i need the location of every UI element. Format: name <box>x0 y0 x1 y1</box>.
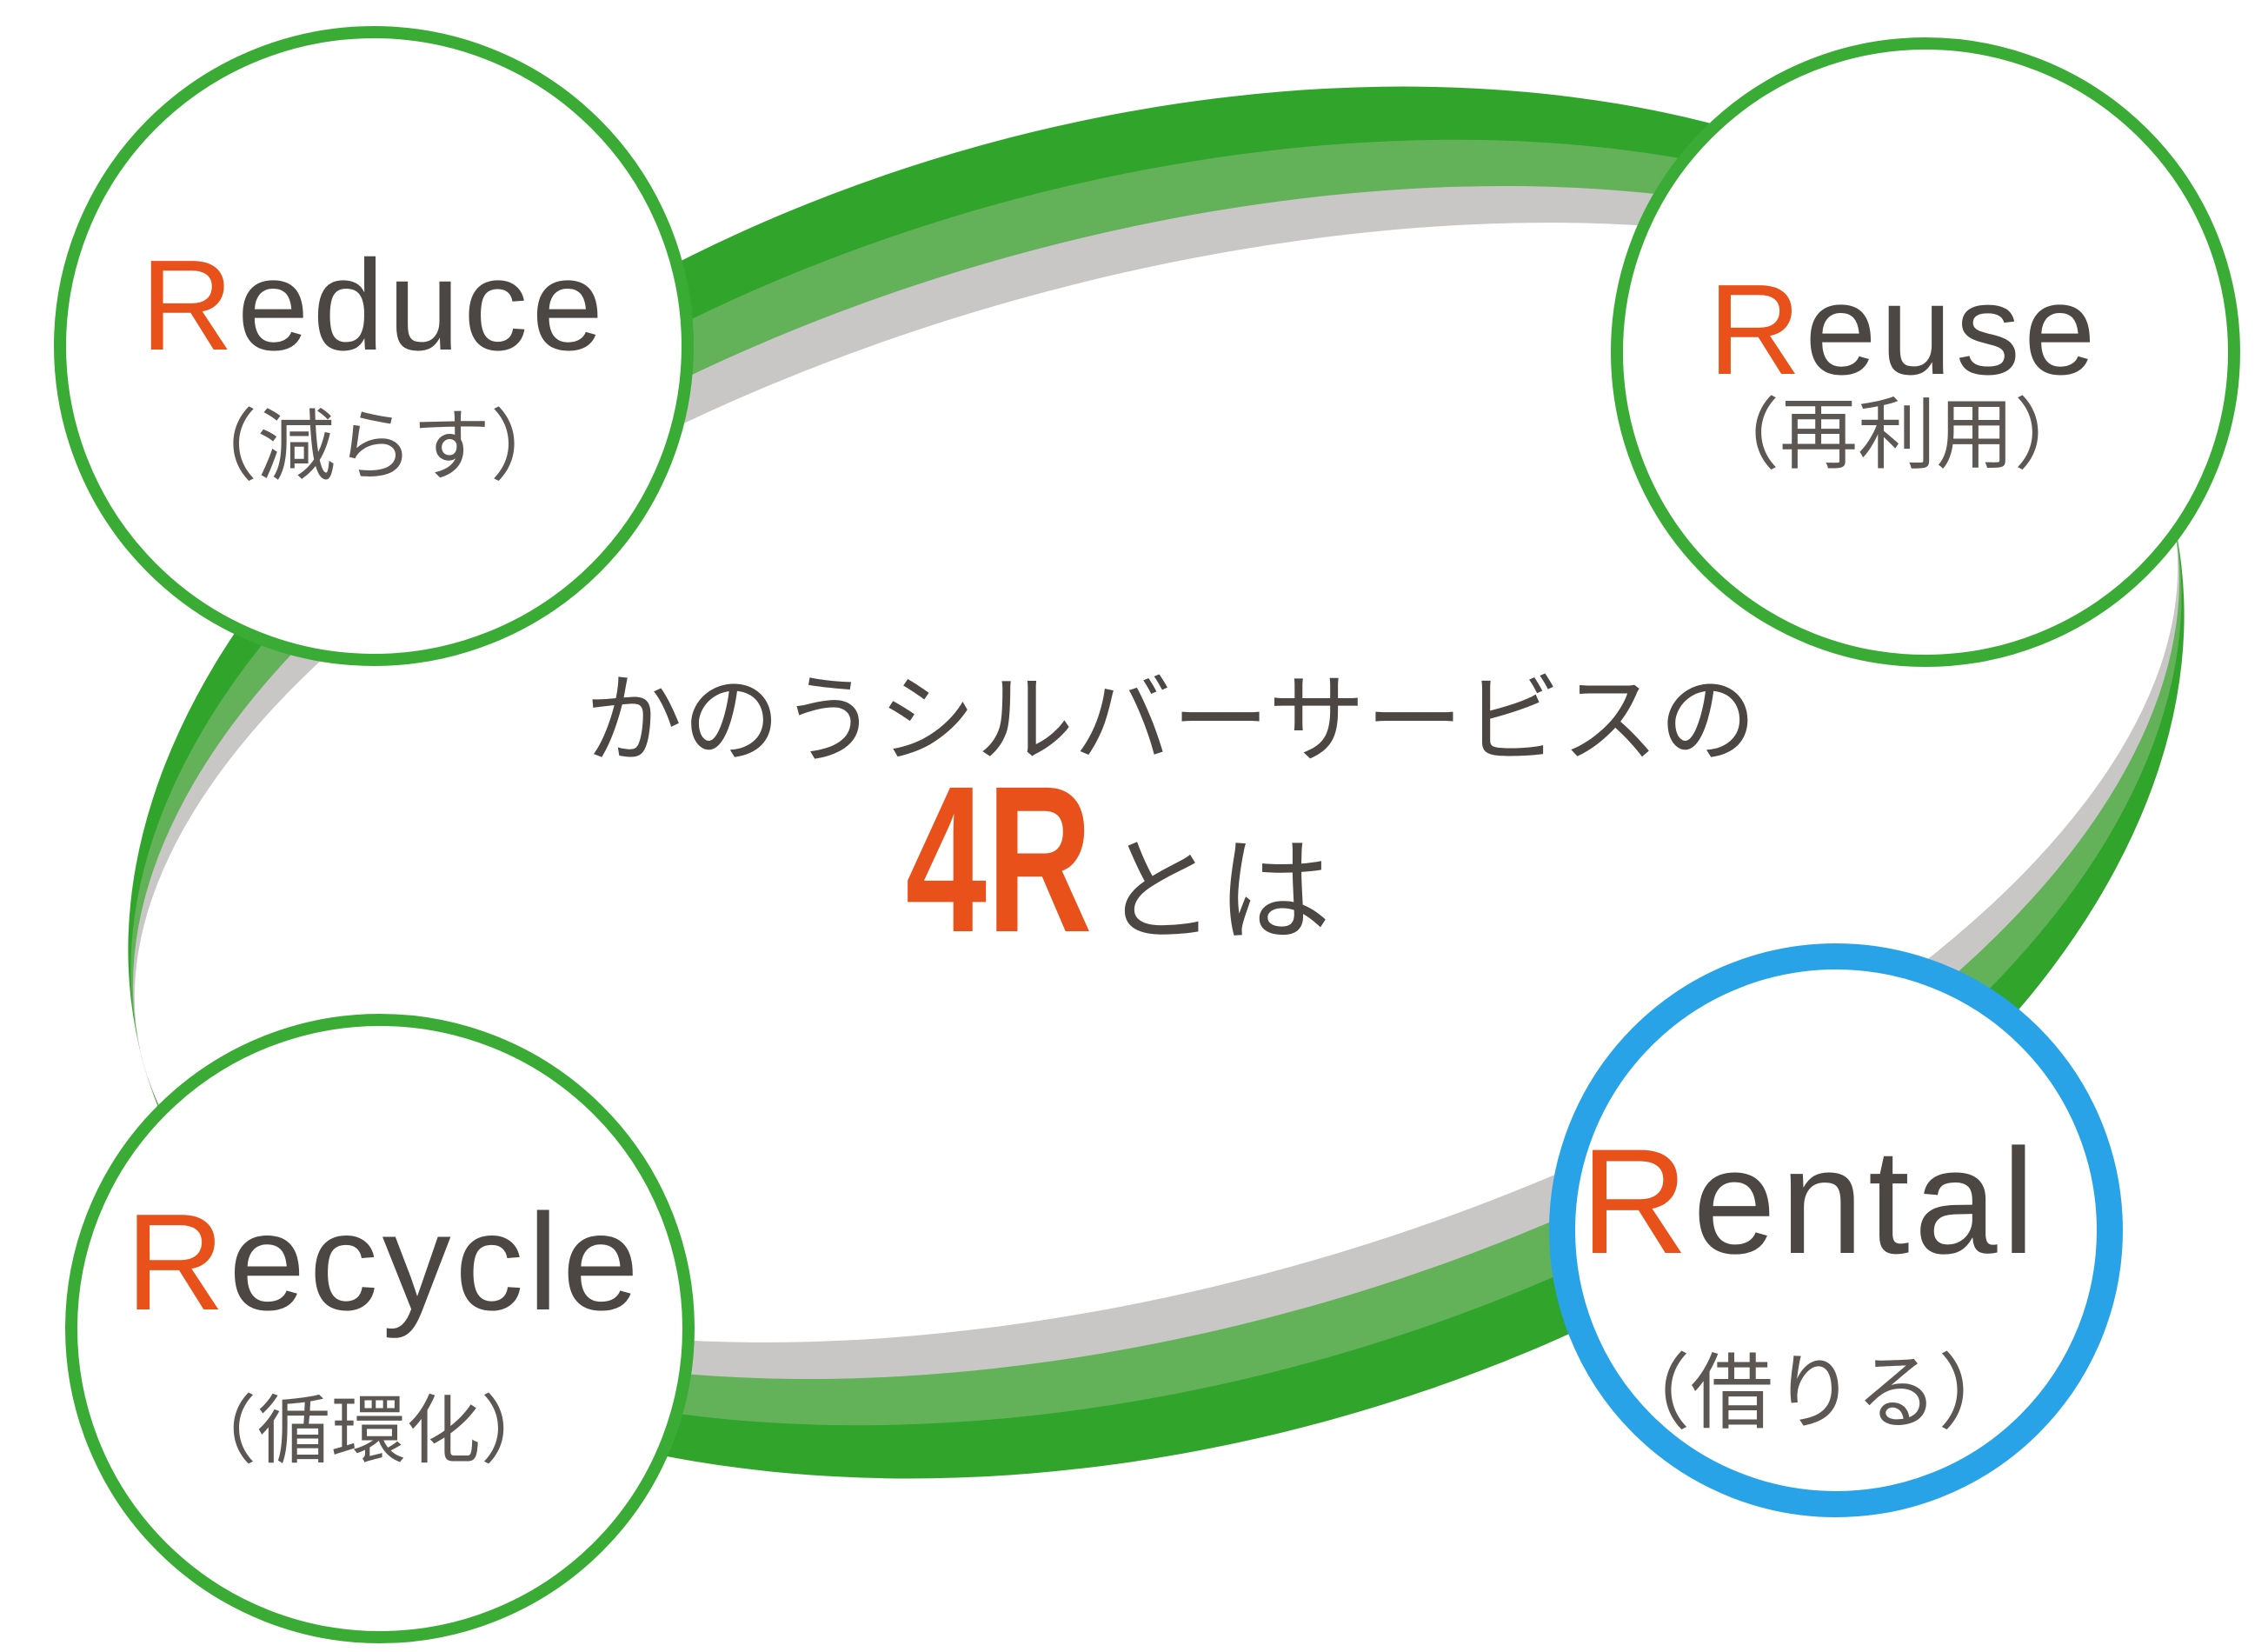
recycle-circle <box>65 1014 695 1643</box>
reduce-initial-letter: R <box>140 234 237 377</box>
reduce-label: Reduce <box>141 242 608 370</box>
rental-rest-letters: ental <box>1693 1118 2040 1285</box>
center-title-4r: 4R <box>905 743 1093 976</box>
reduce-circle <box>54 26 694 666</box>
rental-circle <box>1549 943 2123 1517</box>
reuse-reading: （再利用） <box>1701 392 2092 479</box>
reuse-label: Reuse <box>1708 266 2099 395</box>
center-title-line2: 4R とは <box>835 755 1332 963</box>
reuse-initial-letter: R <box>1707 258 1806 402</box>
recycle-label: Recycle <box>125 1194 642 1331</box>
center-title-suffix: とは <box>1101 828 1332 956</box>
reduce-rest-letters: educe <box>236 234 608 377</box>
recycle-rest-letters: ecycle <box>229 1186 643 1339</box>
reuse-circle <box>1611 37 2240 667</box>
reuse-rest-letters: euse <box>1805 258 2100 402</box>
rental-label: Rental <box>1580 1127 2039 1276</box>
recycle-initial-letter: R <box>125 1186 229 1339</box>
rental-reading: （借りる） <box>1607 1347 2021 1440</box>
rental-initial-letter: R <box>1580 1118 1693 1285</box>
center-title-line1: かのうシルバーサービスの <box>584 666 1758 775</box>
reduce-reading: （減らす） <box>178 403 569 490</box>
recycle-reading: （循環化） <box>182 1389 555 1473</box>
